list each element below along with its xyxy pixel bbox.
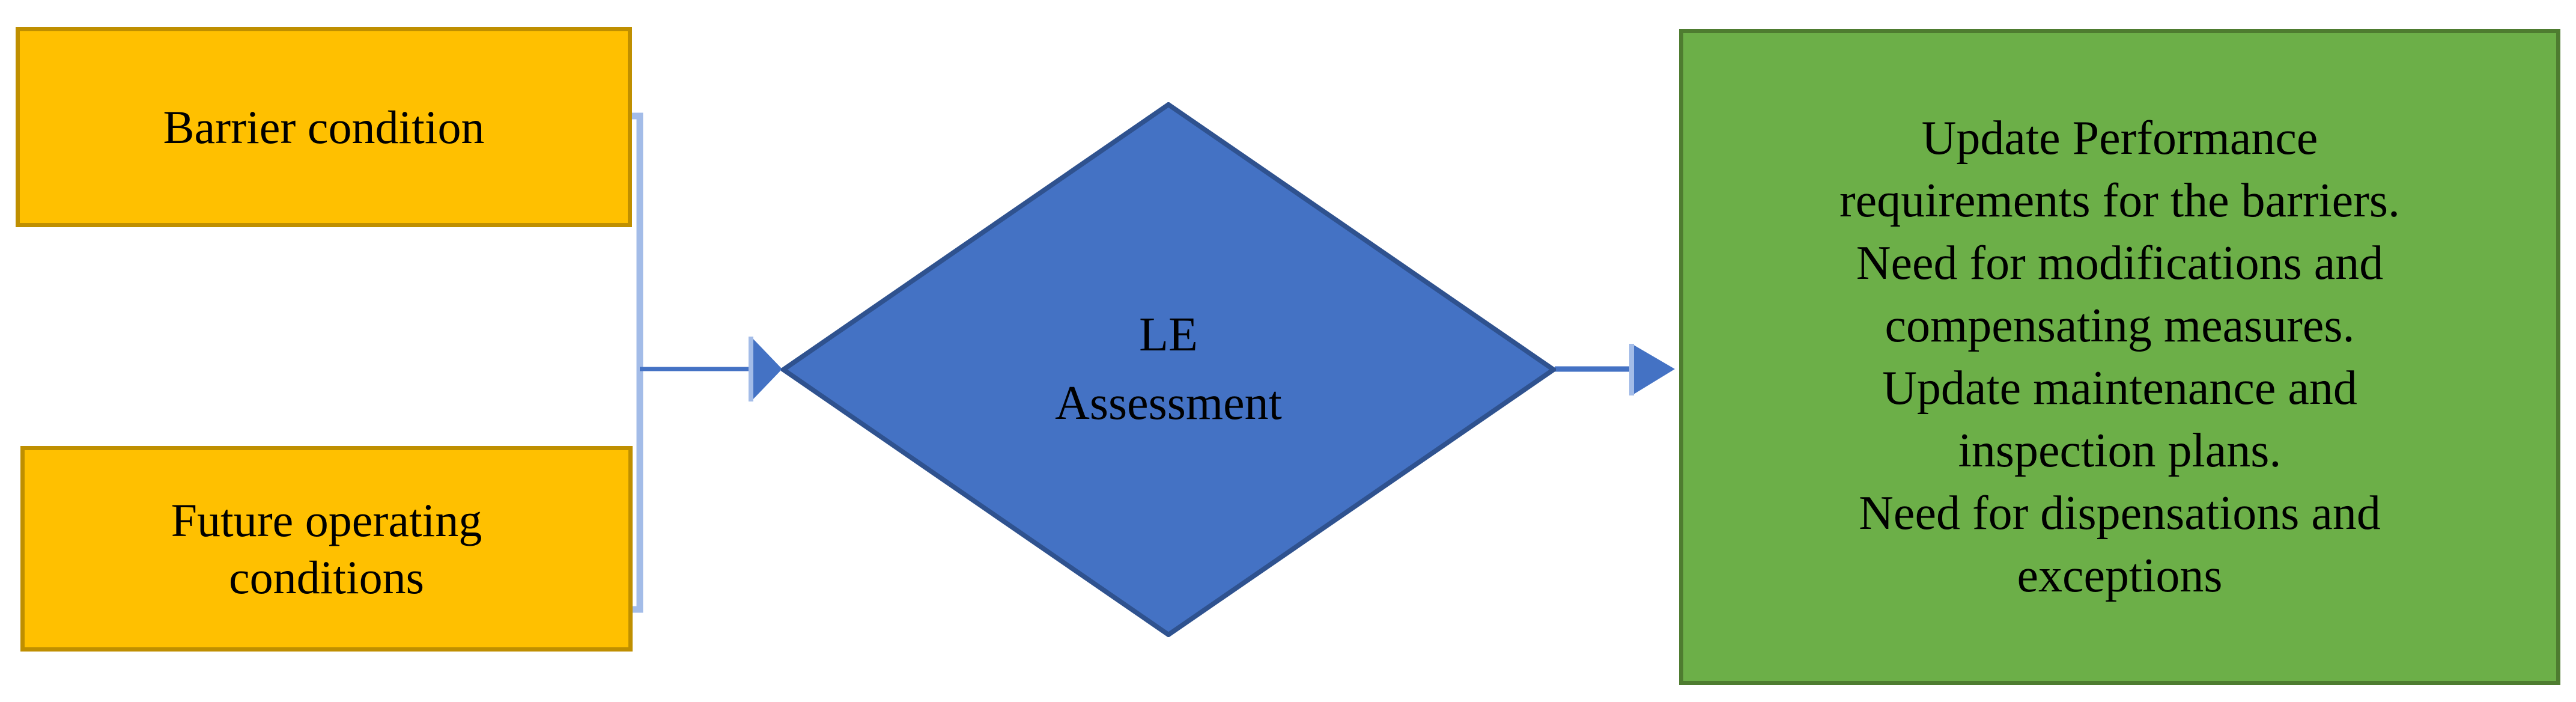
- edge-future-to-assessment: [632, 490, 643, 613]
- node-outcome-label: Update Performance requirements for the …: [1839, 112, 2400, 602]
- node-le-assessment[interactable]: LE Assessment: [781, 102, 1556, 637]
- edge-assessment-to-outcome: [1555, 344, 1675, 395]
- node-future-operating-conditions-label: Future operating conditions: [171, 493, 482, 603]
- edge-barrier-to-assessment: [632, 112, 643, 249]
- edge-merged-into-assessment: [636, 249, 782, 490]
- node-outcome[interactable]: Update Performance requirements for the …: [1679, 29, 2560, 685]
- node-barrier-condition-label: Barrier condition: [163, 100, 485, 153]
- node-future-operating-conditions[interactable]: Future operating conditions: [20, 446, 633, 652]
- diamond-shape: [781, 102, 1556, 637]
- node-le-assessment-label-wrap: LE Assessment: [781, 102, 1556, 637]
- node-le-assessment-label: LE Assessment: [1055, 308, 1282, 430]
- node-barrier-condition[interactable]: Barrier condition: [16, 27, 632, 227]
